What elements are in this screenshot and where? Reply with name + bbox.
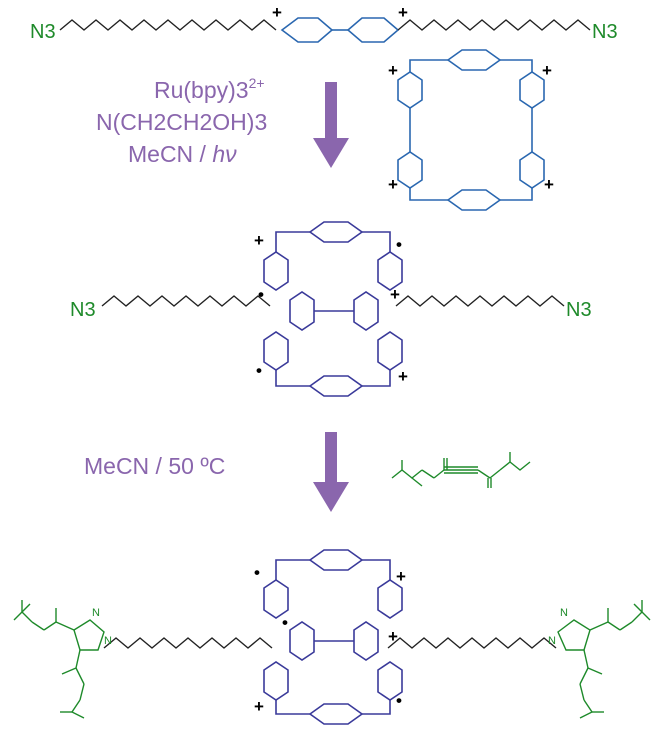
azide-right-mid: N3	[566, 299, 592, 321]
charge-plus-top-left: +	[272, 3, 282, 22]
alkyl-chain-right-mid	[395, 295, 565, 307]
bottom-ring	[263, 549, 403, 725]
charge-plus-ring1-bl: +	[388, 175, 398, 194]
charge-plus-bot-tr: +	[396, 567, 406, 586]
alkyl-chain-left-bottom	[103, 637, 273, 649]
charge-plus-ring1-tr: +	[542, 61, 552, 80]
charge-plus-ring1-br: +	[544, 175, 554, 194]
top-thread: N3 + + N3	[30, 3, 618, 43]
charge-plus-bot-r: +	[388, 627, 398, 646]
arrow-step-2	[313, 432, 349, 512]
pyridinium-ring-top-right	[346, 17, 400, 43]
reagent-solvent-light: MeCN / hν	[128, 141, 237, 167]
pyridinium-ring-top-left	[280, 17, 334, 43]
radical-bot-l: •	[282, 613, 288, 632]
alkyl-chain-right-top	[397, 19, 591, 31]
charge-plus-mid-r: +	[390, 285, 400, 304]
reagent-ru-bpy: Ru(bpy)32+	[154, 75, 265, 103]
n-atom-right-1: N	[560, 607, 568, 619]
charge-plus-ring1-tl: +	[388, 61, 398, 80]
arrow-step-1	[313, 82, 349, 168]
triazole-stopper-left	[13, 600, 105, 719]
charge-plus-mid-br: +	[398, 367, 408, 386]
dtbad-reagent	[391, 452, 531, 488]
radical-mid-l: •	[258, 285, 264, 304]
middle-ring	[263, 221, 403, 397]
radical-bot-br: •	[396, 691, 402, 710]
alkyl-chain-left-top	[59, 19, 277, 31]
n-atom-left-1: N	[92, 607, 100, 619]
n-atom-left-2: N	[104, 635, 112, 647]
step2-conditions: MeCN / 50 ºC	[84, 453, 225, 479]
azide-left-top: N3	[30, 21, 56, 43]
radical-mid-bl: •	[256, 361, 262, 380]
n-atom-right-2: N	[548, 635, 556, 647]
charge-plus-mid-tl: +	[254, 231, 264, 250]
alkyl-chain-left-mid	[101, 295, 271, 307]
radical-bot-tl: •	[254, 563, 260, 582]
middle-thread: N3 N3	[70, 295, 592, 321]
bottom-thread	[103, 637, 557, 649]
cbpqt-ring-top-right	[397, 49, 545, 211]
azide-left-mid: N3	[70, 299, 96, 321]
step1-conditions: Ru(bpy)32+ N(CH2CH2OH)3 MeCN / hν	[96, 75, 267, 167]
radical-mid-tr: •	[396, 235, 402, 254]
triazole-stopper-right	[557, 600, 651, 719]
azide-right-top: N3	[592, 21, 618, 43]
charge-plus-bot-bl: +	[254, 697, 264, 716]
reagent-tea: N(CH2CH2OH)3	[96, 109, 267, 135]
charge-plus-top-right: +	[398, 3, 408, 22]
alkyl-chain-right-bottom	[387, 637, 557, 649]
